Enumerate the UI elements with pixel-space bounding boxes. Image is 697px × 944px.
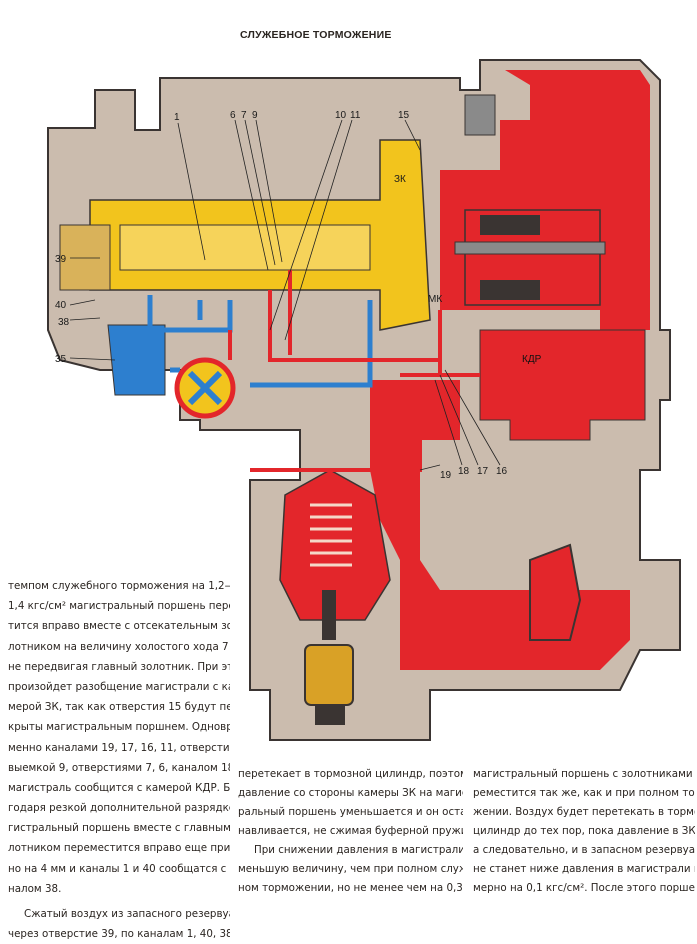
text-line: менно каналами 19, 17, 16, 11, отверстие…: [8, 741, 230, 754]
label-38: 38: [58, 317, 70, 328]
text-line: меньшую величину, чем при полном служеб-: [238, 863, 463, 875]
text-line: не передвигая главный золотник. При этом: [8, 660, 230, 673]
text-line: При снижении давления в магистрали на: [254, 844, 463, 856]
label-kdr: КДР: [522, 354, 542, 365]
lower-stem: [322, 590, 336, 640]
text-line: навливается, не сжимая буферной пружины.: [238, 825, 463, 837]
filter: [59, 224, 111, 291]
text-line: лотником на величину холостого хода 7 мм…: [8, 640, 230, 653]
kdr-chamber: [479, 329, 646, 441]
text-line: налом 38.: [8, 882, 62, 895]
text-line: произойдет разобщение магистрали с ка-: [8, 680, 230, 693]
right-spring: [480, 215, 540, 300]
text-column-right: магистральный поршень с золотниками пе- …: [473, 765, 695, 898]
text-column-left: темпом служебного торможения на 1,2— 1,4…: [8, 576, 230, 944]
label-18: 18: [458, 466, 470, 477]
label-1: 1: [174, 112, 180, 123]
brake-chamber: [107, 324, 166, 396]
text-line: лотником переместится вправо еще пример-: [8, 842, 230, 855]
lower-spring: [310, 503, 352, 567]
text-line: ном торможении, но не менее чем на 0,3 к…: [238, 882, 463, 894]
text-line: 1,4 кгс/см² магистральный поршень переме…: [8, 600, 230, 613]
label-zk: ЗК: [394, 174, 406, 185]
text-line: мерно на 0,1 кгс/см². После этого поршен…: [473, 882, 695, 894]
label-9: 9: [252, 110, 258, 121]
text-column-middle: перетекает в тормозной цилиндр, поэтому …: [238, 765, 463, 898]
text-line: жении. Воздух будет перетекать в тормозн…: [473, 806, 695, 818]
main-slide: [119, 224, 371, 271]
text-line: крыты магистральным поршнем. Одновре-: [8, 721, 230, 734]
label-6: 6: [230, 110, 236, 121]
text-line: цилиндр до тех пор, пока давление в ЗК,: [473, 825, 695, 837]
air-distributor-diagram: 1 6 7 9 10 11 15 ЗК МК КДР 39 40 38 35 1…: [47, 59, 681, 741]
label-mk: МК: [428, 294, 442, 305]
check-valve-cross: [187, 370, 223, 406]
text-line: магистральный поршень с золотниками пе-: [473, 768, 695, 780]
page-title: СЛУЖЕБНОЕ ТОРМОЖЕНИЕ: [240, 29, 392, 41]
label-19: 19: [440, 470, 452, 481]
text-line: гистральный поршень вместе с главным зо-: [8, 822, 230, 835]
text-line: но на 4 мм и каналы 1 и 40 сообщатся с к…: [8, 862, 230, 875]
text-line: темпом служебного торможения на 1,2—: [8, 580, 230, 592]
label-39: 39: [55, 254, 67, 265]
text-line: выемкой 9, отверстиями 7, 6, каналом 18: [8, 761, 230, 774]
pressure-channels: [228, 270, 480, 472]
label-11: 11: [350, 110, 361, 121]
text-line: Сжатый воздух из запасного резервуара: [24, 908, 230, 920]
lower-cup: [304, 644, 354, 706]
text-line: тится вправо вместе с отсекательным зо-: [8, 620, 230, 633]
right-rod: [454, 241, 606, 255]
text-line: мерой ЗК, так как отверстия 15 будут пер…: [8, 701, 230, 714]
label-40: 40: [55, 300, 67, 311]
nut: [464, 94, 496, 136]
label-7: 7: [241, 110, 247, 121]
text-line: реместится так же, как и при полном торм…: [473, 787, 695, 799]
text-line: давление со стороны камеры ЗК на магист-: [238, 787, 463, 799]
leader-lines: [69, 119, 501, 471]
label-15: 15: [398, 110, 410, 121]
text-line: магистраль сообщится с камерой КДР. Бла-: [8, 781, 230, 794]
label-16: 16: [496, 466, 508, 477]
text-line: не станет ниже давления в магистрали при…: [473, 863, 695, 875]
text-line: перетекает в тормозной цилиндр, поэтому: [238, 768, 463, 780]
text-line: годаря резкой дополнительной разрядке ма…: [8, 802, 230, 815]
right-plug: [529, 543, 582, 641]
lower-valve: [279, 469, 391, 621]
text-line: через отверстие 39, по каналам 1, 40, 38…: [8, 928, 230, 941]
bottom-cap: [315, 705, 345, 725]
label-10: 10: [335, 110, 347, 121]
text-line: ральный поршень уменьшается и он оста-: [238, 806, 463, 818]
label-17: 17: [477, 466, 489, 477]
label-35: 35: [55, 354, 67, 365]
text-line: а следовательно, и в запасном резервуаре…: [473, 844, 695, 856]
